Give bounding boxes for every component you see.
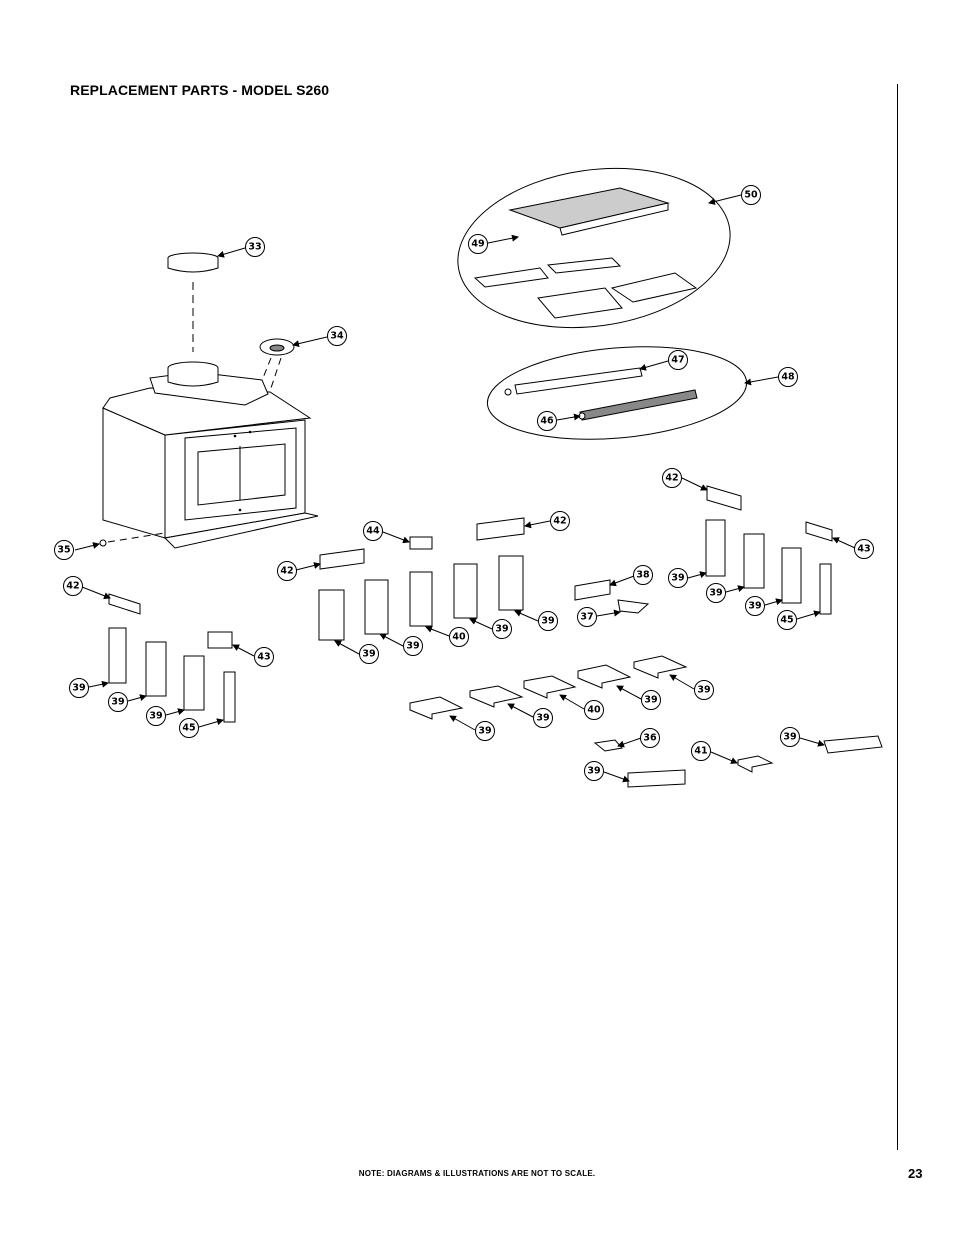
callout-48-text: 48	[781, 372, 795, 383]
burner-group-48	[486, 346, 748, 440]
callout-43-text: 43	[857, 544, 870, 555]
callout-39-i: 39	[706, 583, 726, 603]
callout-39-h: 39	[668, 568, 688, 588]
callout-46-text: 46	[540, 416, 554, 427]
callout-39-text: 39	[149, 711, 162, 722]
callout-44: 44	[363, 521, 383, 541]
callout-38-text: 38	[636, 570, 650, 581]
callout-39-text: 39	[362, 649, 375, 660]
callout-39-j: 39	[745, 596, 765, 616]
callout-34-text: 34	[330, 331, 344, 342]
page-title: REPLACEMENT PARTS - MODEL S260	[70, 82, 330, 98]
callout-39-text: 39	[541, 616, 554, 627]
callout-35: 35	[54, 540, 74, 560]
part-33-flue-collar	[167, 252, 219, 352]
callout-39-a: 39	[69, 678, 89, 698]
callout-39-m: 39	[641, 690, 661, 710]
callout-42-text: 42	[665, 473, 678, 484]
log-set-group-50	[457, 167, 731, 329]
callout-39-n: 39	[694, 680, 714, 700]
callout-39-text: 39	[587, 766, 600, 777]
callout-39-c: 39	[146, 706, 166, 726]
callout-45-text: 45	[182, 723, 195, 734]
callout-41: 41	[691, 741, 711, 761]
callout-48: 48	[778, 367, 798, 387]
callout-47-text: 47	[671, 355, 684, 366]
callout-39-text: 39	[697, 685, 710, 696]
callout-37: 37	[577, 607, 597, 627]
callout-44-text: 44	[366, 526, 380, 537]
callout-34: 34	[327, 326, 347, 346]
callout-42-text: 42	[280, 566, 293, 577]
callout-39-text: 39	[783, 732, 796, 743]
callout-39-text: 39	[536, 713, 549, 724]
page-number: 23	[908, 1166, 923, 1181]
callout-39-g: 39	[538, 611, 558, 631]
callout-42-text: 42	[66, 581, 79, 592]
callout-39-l: 39	[533, 708, 553, 728]
callout-49: 49	[468, 234, 488, 254]
callout-50-text: 50	[744, 190, 758, 201]
callout-39-k: 39	[475, 721, 495, 741]
firebox	[102, 361, 319, 549]
callout-45-right: 45	[777, 610, 797, 630]
panel-set-right	[574, 485, 833, 615]
leader-lines	[74, 194, 856, 783]
callout-39-text: 39	[671, 573, 684, 584]
callout-39-o: 39	[584, 761, 604, 781]
callout-39-text: 39	[748, 601, 761, 612]
callout-42-right: 42	[662, 468, 682, 488]
callout-43-text: 43	[257, 652, 270, 663]
callout-39-text: 39	[495, 624, 508, 635]
callout-43-left: 43	[254, 647, 274, 667]
callout-42-center: 42	[277, 561, 297, 581]
callout-40-text: 40	[587, 705, 601, 716]
callout-36-text: 36	[643, 733, 657, 744]
callout-33-text: 33	[248, 242, 261, 253]
callout-40-a: 40	[449, 627, 469, 647]
callout-39-text: 39	[709, 588, 722, 599]
tile-set-bottom	[409, 655, 883, 788]
callout-45-text: 45	[780, 615, 793, 626]
callout-39-text: 39	[644, 695, 657, 706]
callout-38: 38	[633, 565, 653, 585]
callout-43-right: 43	[854, 539, 874, 559]
callout-42-text: 42	[553, 516, 566, 527]
callout-39-text: 39	[72, 683, 85, 694]
callout-46: 46	[537, 411, 557, 431]
callout-47: 47	[668, 350, 688, 370]
callout-40-b: 40	[584, 700, 604, 720]
callout-39-d: 39	[359, 644, 379, 664]
margin-rule	[897, 84, 898, 1150]
callout-36: 36	[640, 728, 660, 748]
callout-39-text: 39	[111, 697, 124, 708]
callout-50: 50	[741, 185, 761, 205]
callout-42-top: 42	[550, 511, 570, 531]
callout-37-text: 37	[580, 612, 593, 623]
callout-39-text: 39	[406, 641, 419, 652]
callout-41-text: 41	[694, 746, 707, 757]
part-35	[99, 532, 166, 547]
callout-39-p: 39	[780, 727, 800, 747]
callout-33: 33	[245, 237, 265, 257]
callout-39-f: 39	[492, 619, 512, 639]
callout-45-left: 45	[179, 718, 199, 738]
callout-39-e: 39	[403, 636, 423, 656]
callout-39-b: 39	[108, 692, 128, 712]
panel-set-left	[108, 593, 236, 723]
callout-35-text: 35	[57, 545, 70, 556]
callout-49-text: 49	[471, 239, 484, 250]
scale-note: NOTE: DIAGRAMS & ILLUSTRATIONS ARE NOT T…	[358, 1169, 596, 1178]
panel-set-center	[318, 517, 525, 641]
callout-42-left: 42	[63, 576, 83, 596]
callout-40-text: 40	[452, 632, 466, 643]
callout-39-text: 39	[478, 726, 491, 737]
